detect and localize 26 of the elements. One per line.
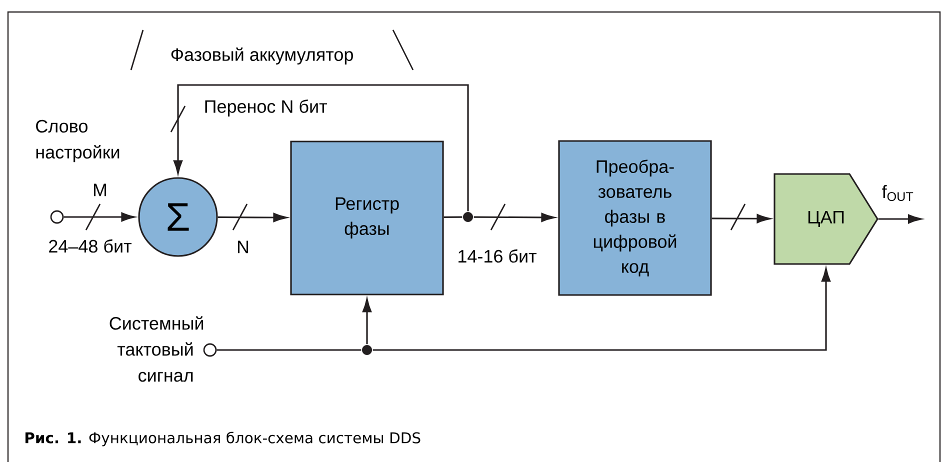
process-box: Преобра- зователь фазы в цифровой код	[558, 140, 712, 296]
text-label: Фазовый аккумулятор	[171, 47, 353, 65]
arrow	[64, 212, 135, 222]
junction-dot	[362, 345, 372, 355]
terminal-circle	[50, 210, 64, 224]
arrow	[362, 298, 372, 344]
converter-pentagon: ЦАП	[774, 173, 878, 265]
arrow	[372, 268, 831, 351]
edge-label: M	[94, 184, 106, 196]
terminal-circle	[203, 343, 217, 357]
caption: Рис. 1. Функциональная блок-схема системы DDS	[26, 432, 420, 446]
junction-dot	[463, 212, 473, 222]
edge-label: N	[238, 240, 248, 254]
arrow	[218, 212, 287, 222]
arrow	[878, 214, 922, 224]
input-label: Системный тактовый сигнал	[110, 316, 204, 382]
arrow	[474, 212, 555, 222]
process-box: Регистр фазы	[290, 140, 444, 296]
connector-line	[216, 349, 362, 351]
connector-line	[444, 216, 462, 218]
arrow	[173, 84, 469, 212]
text-label: 24–48 бит	[49, 239, 132, 253]
edge-label: f$_{OUT}$	[882, 185, 914, 201]
edge-label: 14-16 бит	[458, 249, 536, 263]
text-label: Слово настройки	[36, 120, 120, 162]
edge-label: Перенос N бит	[205, 100, 328, 116]
